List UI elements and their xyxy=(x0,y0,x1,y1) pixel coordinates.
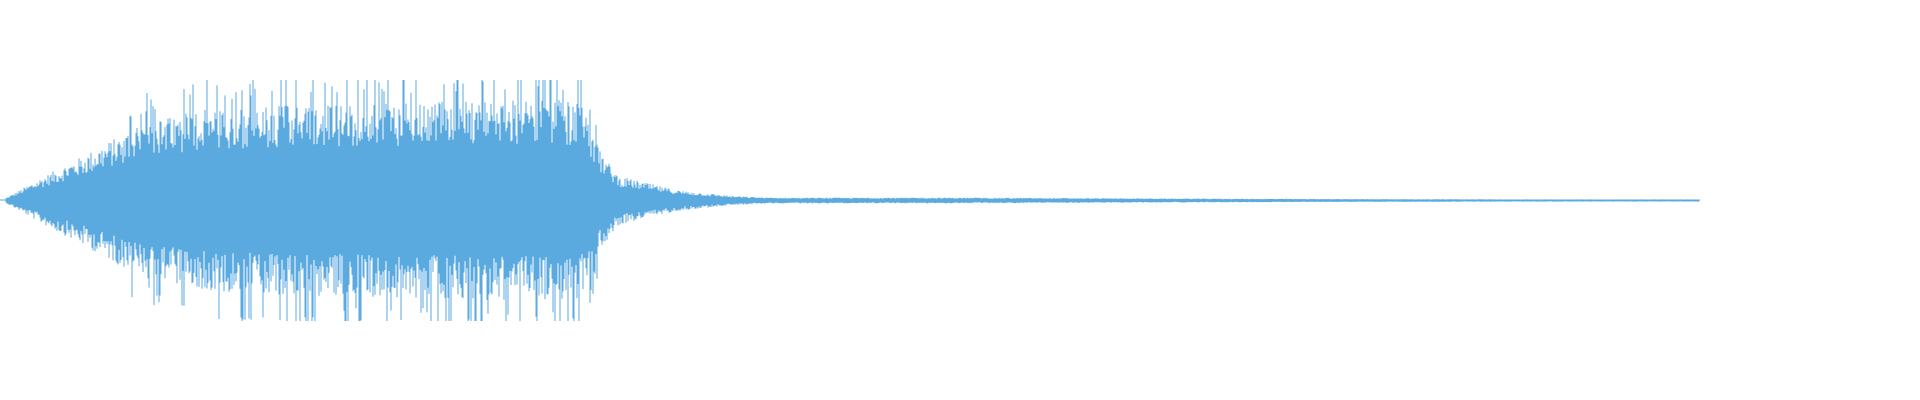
waveform-bars xyxy=(5,80,1700,321)
